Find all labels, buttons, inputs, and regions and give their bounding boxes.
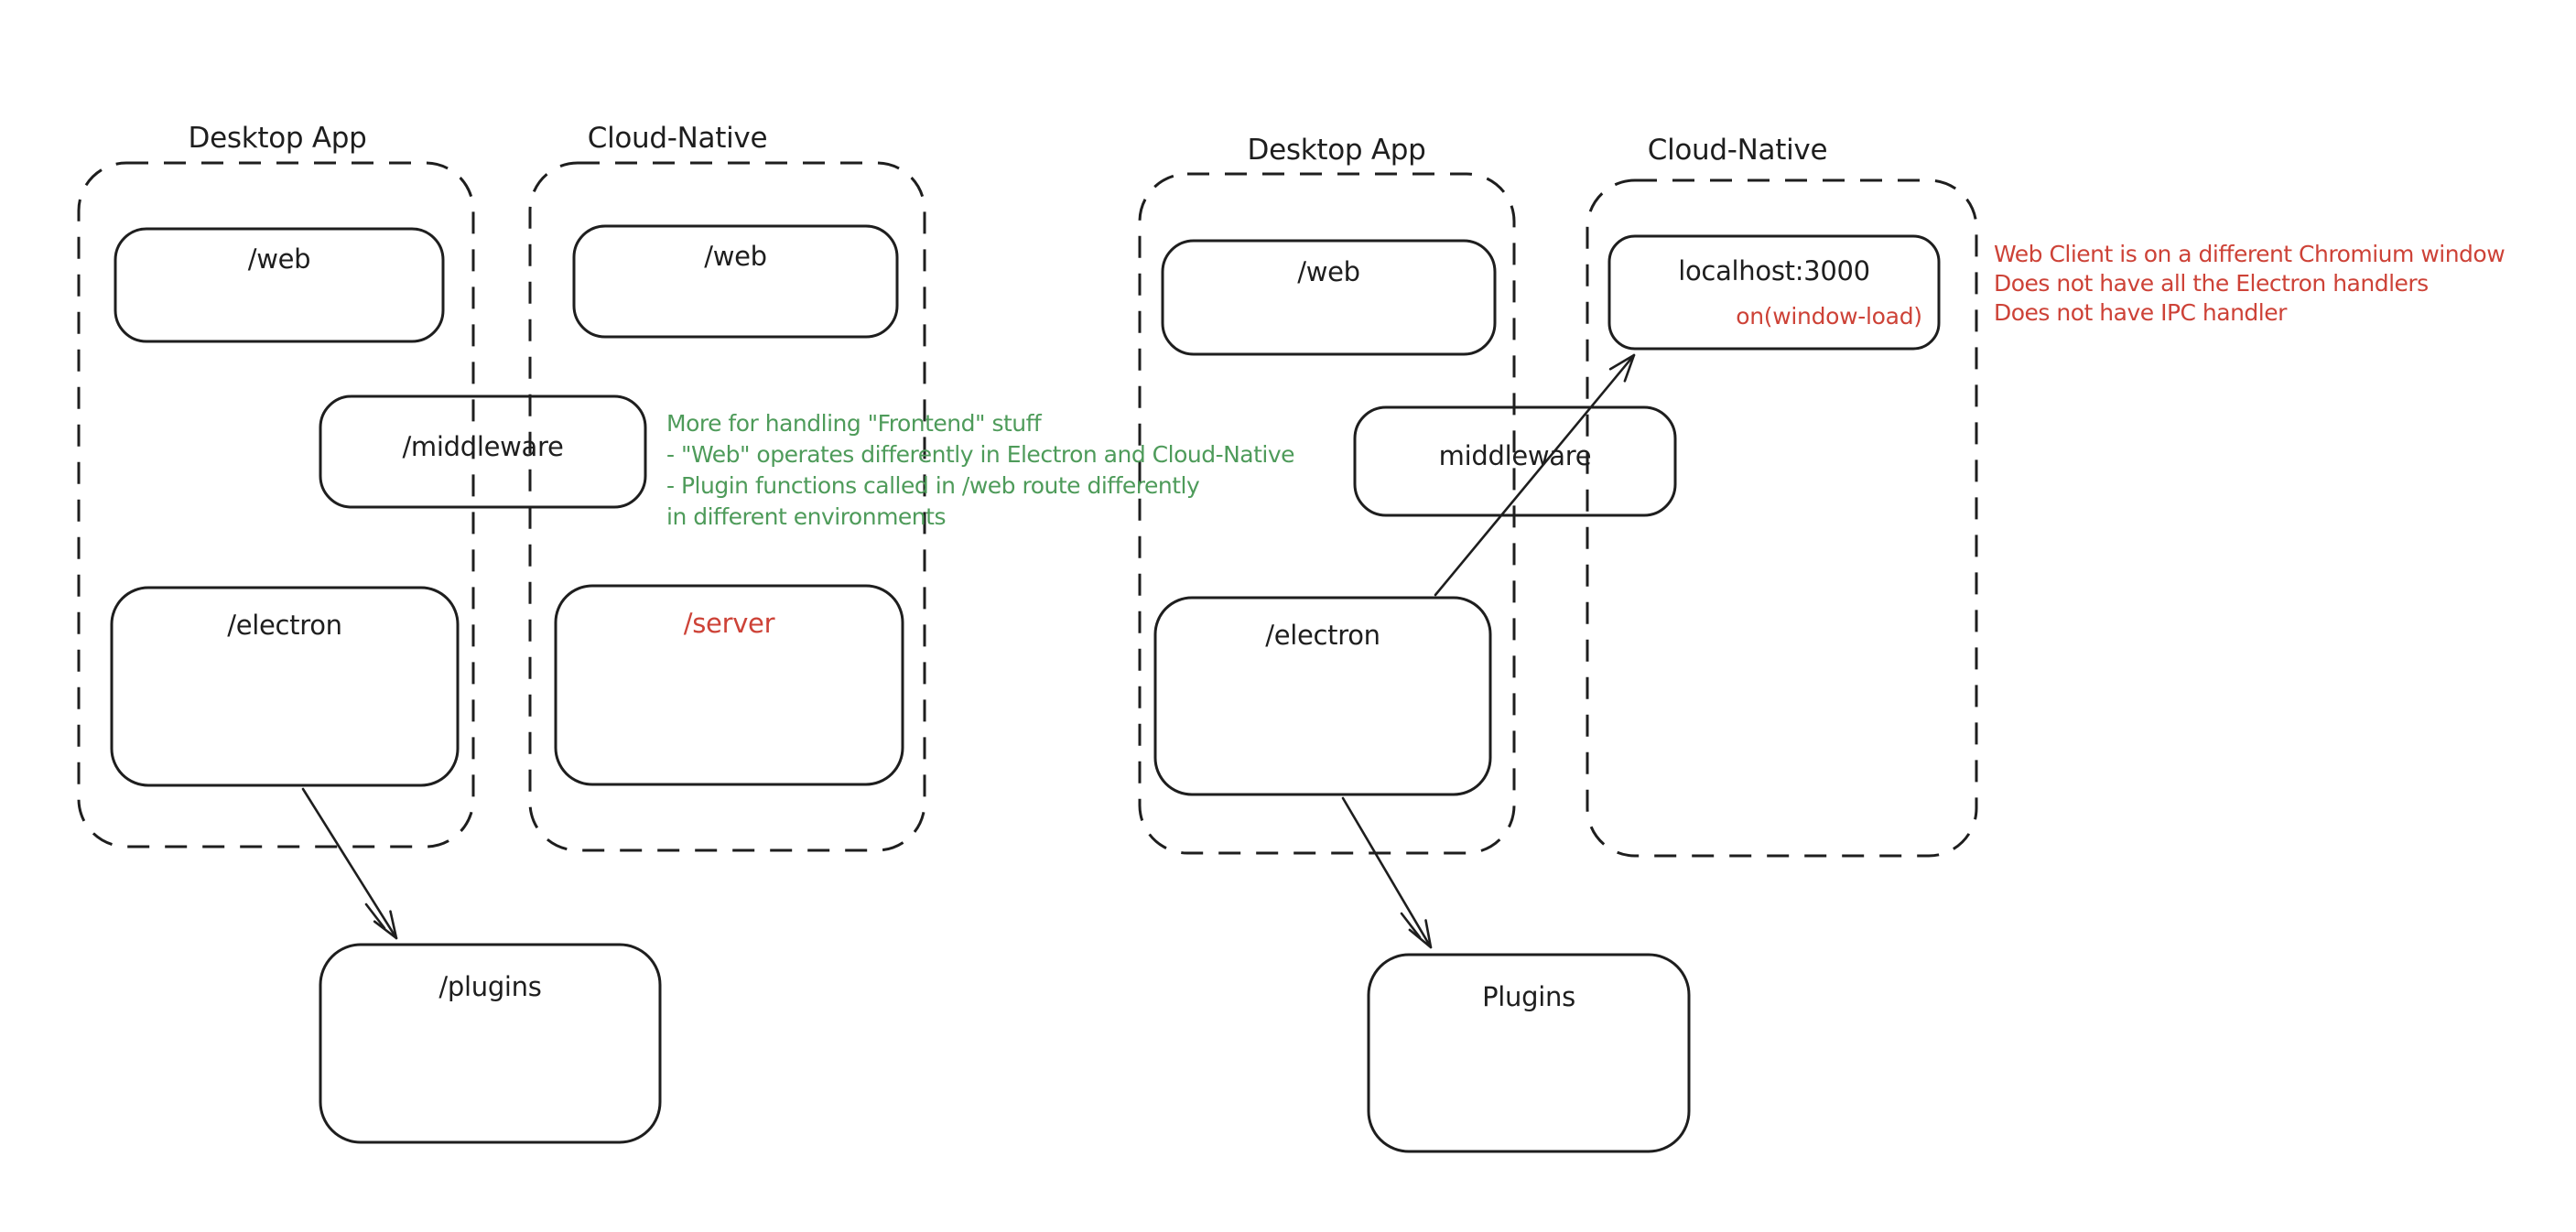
red-note-line-2: Does not have all the Electron handlers bbox=[1994, 270, 2429, 297]
left-middleware-box bbox=[319, 394, 647, 509]
right-middleware-box bbox=[1353, 405, 1677, 517]
left-middleware-label: /middleware bbox=[402, 431, 564, 462]
right-middleware-label: middleware bbox=[1438, 440, 1592, 471]
left-server-box bbox=[554, 584, 904, 786]
left-desktop-web-label: /web bbox=[247, 243, 311, 275]
arrow-left-electron-to-plugins bbox=[301, 787, 398, 940]
left-plugins-box bbox=[319, 943, 662, 1144]
right-cloud-native-title: Cloud-Native bbox=[1647, 134, 1828, 167]
red-note-line-1: Web Client is on a different Chromium wi… bbox=[1994, 241, 2506, 267]
arrow-right-electron-to-plugins bbox=[1341, 796, 1433, 949]
green-annotation-note: More for handling "Frontend" stuff - "We… bbox=[666, 408, 1295, 533]
right-desktop-web-box bbox=[1161, 239, 1497, 356]
right-plugins-label: Plugins bbox=[1482, 981, 1575, 1012]
right-electron-label: /electron bbox=[1265, 620, 1380, 651]
left-cloud-native-title: Cloud-Native bbox=[587, 122, 768, 155]
left-cloud-web-box bbox=[572, 224, 899, 339]
right-desktop-app-title: Desktop App bbox=[1247, 134, 1426, 167]
green-note-line-2: - "Web" operates differently in Electron… bbox=[666, 441, 1295, 468]
left-electron-box bbox=[110, 586, 460, 787]
right-localhost-box bbox=[1607, 234, 1941, 351]
left-cloud-web-label: /web bbox=[704, 241, 767, 272]
right-desktop-app-container bbox=[1138, 172, 1516, 855]
red-note-line-3: Does not have IPC handler bbox=[1994, 299, 2287, 326]
left-desktop-app-title: Desktop App bbox=[188, 122, 367, 155]
right-desktop-web-label: /web bbox=[1297, 256, 1360, 287]
left-server-label: /server bbox=[683, 608, 775, 639]
red-annotation-note: Web Client is on a different Chromium wi… bbox=[1994, 240, 2506, 328]
right-on-window-load-label: on(window-load) bbox=[1736, 303, 1922, 330]
left-plugins-label: /plugins bbox=[438, 971, 542, 1002]
left-desktop-web-box bbox=[114, 227, 445, 343]
right-localhost-label: localhost:3000 bbox=[1678, 255, 1870, 286]
right-plugins-box bbox=[1367, 953, 1691, 1153]
green-note-line-3: - Plugin functions called in /web route … bbox=[666, 472, 1200, 499]
left-electron-label: /electron bbox=[227, 610, 342, 641]
right-cloud-native-container bbox=[1586, 178, 1978, 858]
green-note-line-4: in different environments bbox=[666, 503, 946, 530]
right-electron-box bbox=[1153, 596, 1492, 796]
left-desktop-app-container bbox=[77, 161, 475, 848]
arrow-right-electron-to-localhost bbox=[1434, 353, 1636, 597]
green-note-line-1: More for handling "Frontend" stuff bbox=[666, 410, 1042, 437]
